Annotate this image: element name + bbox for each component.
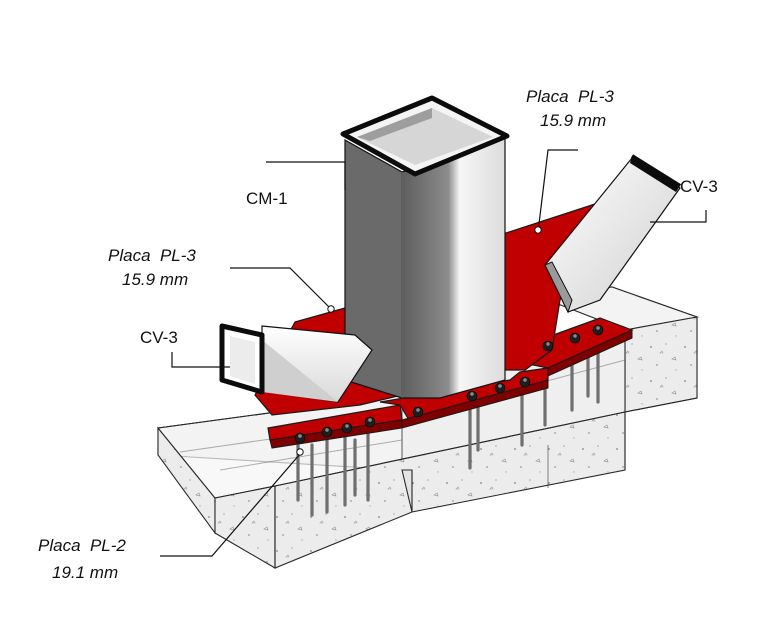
label-plate-left-name: Placa PL-3 [108,246,196,265]
label-column: CM-1 [246,189,288,208]
leader-beam-right [650,210,707,223]
leader-column [266,161,346,190]
label-plate-right-thickness: 15.9 mm [540,111,606,130]
label-plate-right-name: Placa PL-3 [526,87,614,106]
leader-plate-right [537,149,578,233]
beam-cv3-right [544,154,682,314]
bolts [294,324,604,444]
label-base-plate-name: Placa PL-2 [38,536,126,555]
label-beam-right: CV-3 [680,177,718,196]
label-base-plate-thickness: 19.1 mm [52,563,118,582]
leader-plate-left [230,267,331,309]
labels: CM-1 Placa PL-3 15.9 mm CV-3 Placa PL-3 … [38,87,718,582]
label-plate-left-thickness: 15.9 mm [122,270,188,289]
beam-cv3-left [219,323,373,403]
leader-base-plate [160,453,301,557]
leader-lines [160,149,707,557]
leader-beam-left [171,352,230,368]
label-beam-left: CV-3 [140,328,178,347]
column-cm1 [340,95,510,399]
